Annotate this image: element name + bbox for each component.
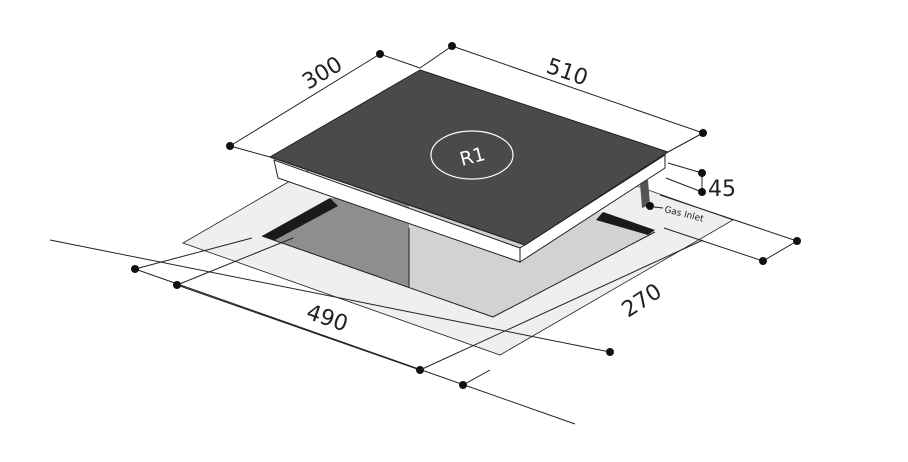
burner-ring: [430, 130, 514, 180]
dim-line-300: [229, 53, 381, 147]
dim-label-510: 510: [543, 54, 591, 91]
dim-line-510: [451, 45, 704, 134]
cutout-rim-left: [262, 198, 338, 240]
cutout-rim-right: [596, 212, 655, 235]
hob-glass-edge: [269, 151, 669, 246]
cutout-right-edge: [492, 231, 656, 318]
dim-line-490: [176, 284, 421, 371]
gas-inlet-dot: [646, 202, 654, 210]
gas-inlet-pipe: [640, 180, 650, 208]
dim-dot: [376, 50, 384, 58]
hob-frame-front-right: [519, 154, 666, 263]
dim-label-270: 270: [618, 279, 667, 323]
dim-line-270: [419, 239, 704, 371]
dim-label-45: 45: [708, 177, 736, 202]
dim-dot: [226, 142, 234, 150]
cutout-front-edge: [261, 235, 494, 318]
